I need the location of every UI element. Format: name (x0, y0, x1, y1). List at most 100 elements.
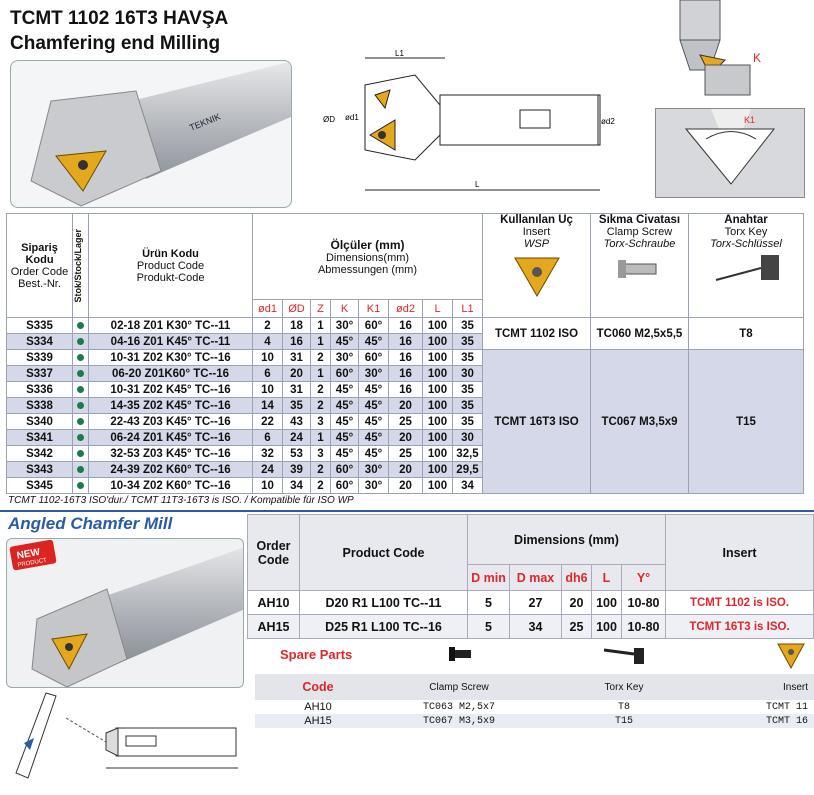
stock-dot (72, 365, 89, 382)
header-d1: ød1 (252, 299, 283, 318)
header-product-code-2: Product Code (299, 514, 468, 591)
group-insert: TCMT 16T3 ISO (482, 349, 591, 494)
cell-product: 06-20 Z01K60° TC--16 (88, 365, 253, 382)
cell-l: 100 (422, 349, 453, 366)
cell-code: S345 (6, 477, 73, 494)
header-insert-2: Insert (665, 514, 814, 591)
cell-D: 31 (282, 349, 311, 366)
cell-k: 60° (330, 461, 359, 478)
group-screw: TC067 M3,5x9 (590, 349, 689, 494)
cell-product: 22-43 Z03 K45° TC--16 (88, 413, 253, 430)
cell-l: 100 (422, 477, 453, 494)
stock-indicator-icon (77, 321, 84, 329)
cell-product: 10-31 Z02 K45° TC--16 (88, 381, 253, 398)
cell-code: S335 (6, 317, 73, 334)
stock-indicator-icon (77, 481, 84, 489)
cell-l: 100 (422, 365, 453, 382)
cell-product: 14-35 Z02 K45° TC--16 (88, 397, 253, 414)
cell-D: 35 (282, 397, 311, 414)
header-D: ØD (282, 299, 311, 318)
stock-indicator-icon (77, 401, 84, 409)
badge-product: PRODUCT (17, 558, 48, 569)
cell-code: S337 (6, 365, 73, 382)
technical-drawing-k-angle: K (655, 0, 805, 100)
insert-icon (513, 257, 560, 297)
cell-z: 3 (310, 445, 331, 462)
header-z: Z (310, 299, 331, 318)
cell-k: 45° (330, 397, 359, 414)
header-d2: ød2 (388, 299, 423, 318)
table-spare-parts: Code Clamp Screw Torx Key Insert AH10 TC… (255, 674, 814, 728)
header-dimensions-2: Dimensions (mm) (467, 514, 666, 565)
technical-drawing-side-view: L1 ØD ød1 ød2 L (315, 49, 615, 205)
table-row: AH10 TC063 M2,5x7 T8 TCMT 11 (304, 701, 808, 713)
cell-product: 02-18 Z01 K30° TC--11 (88, 317, 253, 334)
cell-l: 100 (422, 445, 453, 462)
technical-drawing-angled-mill (6, 688, 246, 788)
label-l: L (475, 180, 480, 189)
footnote: TCMT 1102-16T3 ISO'dur./ TCMT 11T3-16T3 … (8, 495, 354, 506)
table-row: AH10 D20 R1 L100 TC--11 5 27 20 100 10-8… (247, 590, 814, 615)
cell-code: S334 (6, 333, 73, 350)
badge-new: NEW (16, 547, 41, 562)
cell-l: 100 (422, 381, 453, 398)
header-torx-key: Anahtar Torx Key Torx-Schlüssel (688, 213, 804, 318)
cell-d1: 22 (252, 413, 283, 430)
header-order-code: Sipariş Kodu Order Code Best.-Nr. (6, 213, 73, 318)
cell-l: 100 (422, 429, 453, 446)
table-havsa: Sipariş Kodu Order Code Best.-Nr. Stok/S… (6, 213, 804, 494)
group-key: T8 (688, 317, 804, 350)
cell-d1: 14 (252, 397, 283, 414)
cell-k: 45° (330, 413, 359, 430)
product-photo-chamfer-tool: TEKNIK (10, 60, 292, 208)
cell-l1: 35 (452, 349, 483, 366)
header-l: L (422, 299, 453, 318)
section-title: Angled Chamfer Mill (8, 514, 173, 533)
cell-l1: 29,5 (452, 461, 483, 478)
cell-D: 24 (282, 429, 311, 446)
header-dh6: dh6 (561, 564, 592, 591)
cell-product: 06-24 Z01 K45° TC--16 (88, 429, 253, 446)
header-dmin: D min (467, 564, 510, 591)
cell-D: 31 (282, 381, 311, 398)
cell-k1: 45° (358, 413, 389, 430)
label-od2: ød2 (601, 117, 615, 126)
cell-D: 43 (282, 413, 311, 430)
page-title: TCMT 1102 16T3 HAVŞA (10, 8, 229, 29)
cell-z: 2 (310, 461, 331, 478)
label-k: K (753, 51, 761, 65)
header-insert-3: Insert (711, 674, 814, 700)
stock-dot (72, 429, 89, 446)
cell-l1: 30 (452, 365, 483, 382)
cell-D: 53 (282, 445, 311, 462)
cell-product: 10-34 Z02 K60° TC--16 (88, 477, 253, 494)
cell-d2: 20 (388, 477, 423, 494)
cell-l1: 35 (452, 413, 483, 430)
cell-z: 1 (310, 333, 331, 350)
spare-parts-title: Spare Parts (280, 647, 353, 662)
header-product-code: Ürün Kodu Product Code Produkt-Code (88, 213, 253, 318)
cell-k: 60° (330, 477, 359, 494)
cell-d2: 16 (388, 381, 423, 398)
cell-D: 39 (282, 461, 311, 478)
cell-k1: 45° (358, 333, 389, 350)
cell-l: 100 (422, 461, 453, 478)
cell-l1: 34 (452, 477, 483, 494)
table-angled-mill: Order Code Product Code Dimensions (mm) … (247, 514, 814, 639)
cell-z: 2 (310, 397, 331, 414)
cell-d2: 16 (388, 317, 423, 334)
cell-product: 32-53 Z03 K45° TC--16 (88, 445, 253, 462)
group-key: T15 (688, 349, 804, 494)
stock-indicator-icon (77, 449, 84, 457)
stock-dot (72, 413, 89, 430)
header-code-3: Code (255, 674, 381, 700)
stock-indicator-icon (77, 465, 84, 473)
cell-D: 16 (282, 333, 311, 350)
cell-z: 3 (310, 413, 331, 430)
stock-dot (72, 445, 89, 462)
torx-key-icon (603, 648, 644, 664)
cell-l: 100 (422, 317, 453, 334)
